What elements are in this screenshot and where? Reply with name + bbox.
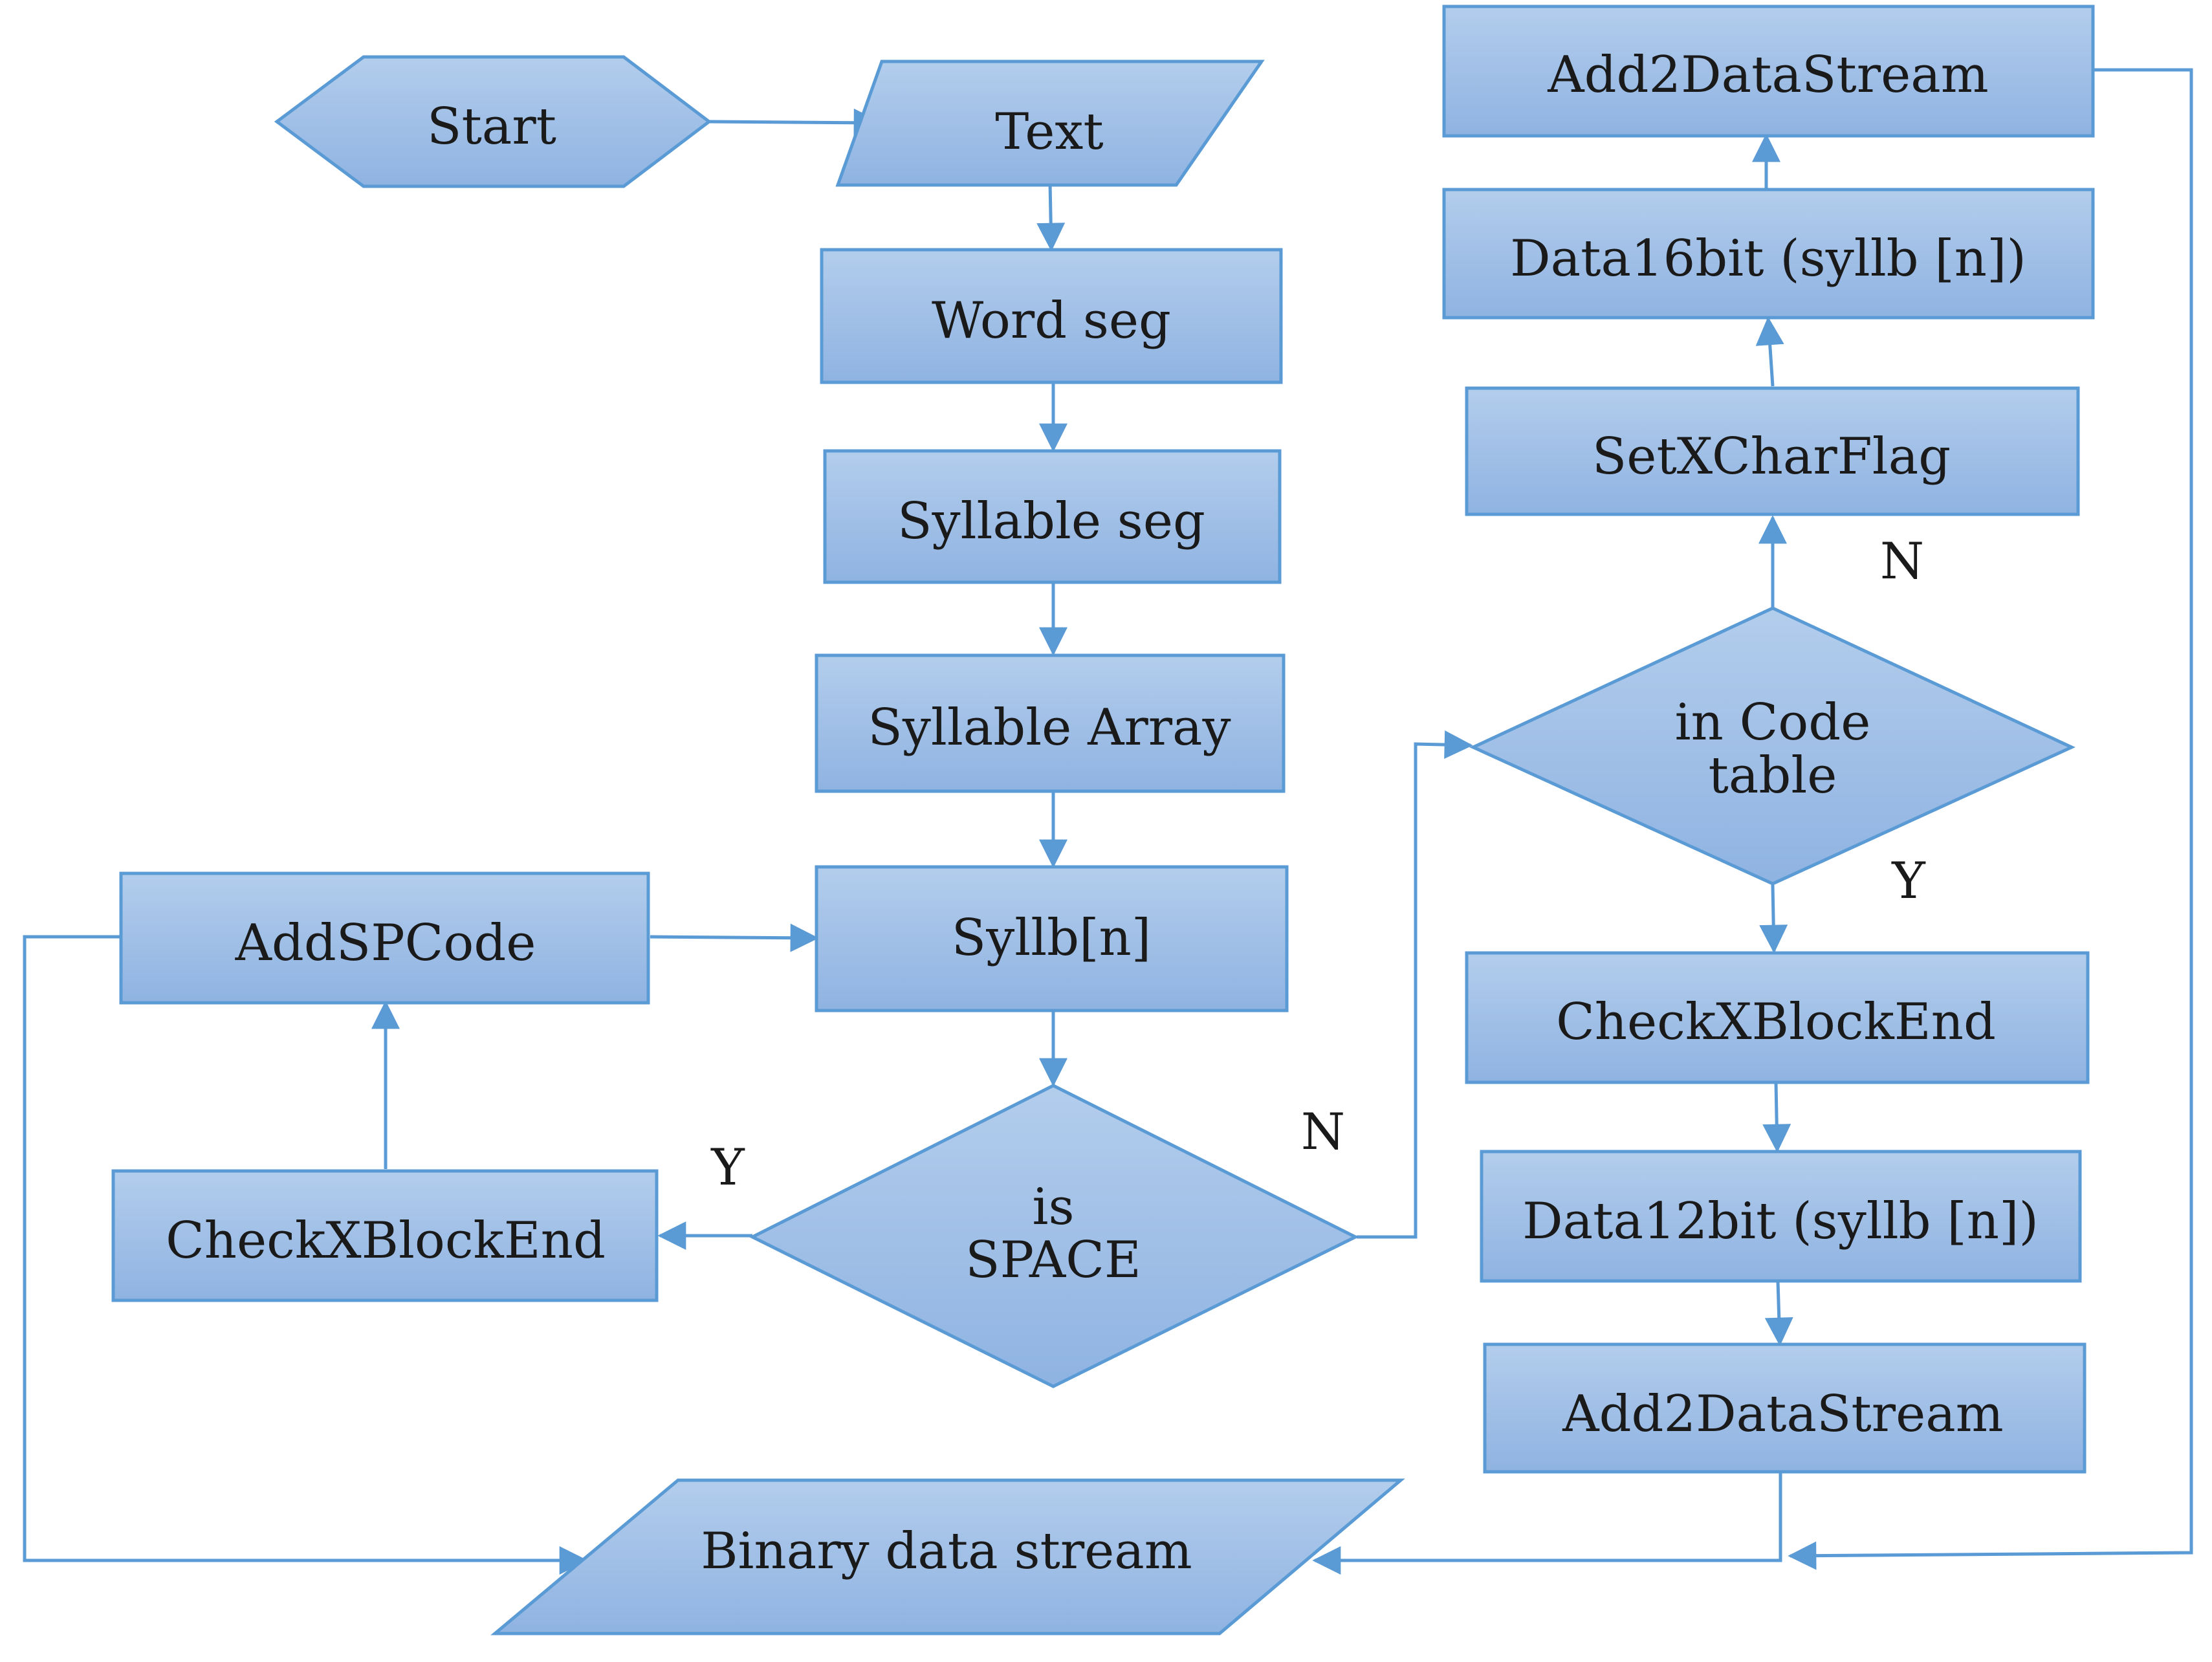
node-syllb-n: Syllb[n] (815, 865, 1289, 1012)
node-syllable-array: Syllable Array (815, 653, 1286, 793)
word-seg-box (820, 248, 1283, 384)
node-set-xchar-flag: SetXCharFlag (1465, 386, 2080, 516)
node-in-code-table: in Code table (1469, 606, 2075, 886)
in-code-table-diamond (1469, 606, 2075, 886)
is-space-label-line2: SPACE (965, 1231, 1141, 1289)
edge-start-to-text (708, 108, 882, 137)
in-code-table-label-line1: in Code (1675, 694, 1871, 752)
edge-addspcode-to-syllbn (650, 923, 819, 952)
edge-text-to-wordseg (1036, 182, 1066, 252)
edge-addspcode-to-binarystream (23, 935, 588, 1575)
node-is-space: is SPACE (749, 1084, 1359, 1388)
data16bit-box (1442, 188, 2095, 320)
check-xblock-end-right-label: CheckXBlockEnd (1556, 993, 1996, 1051)
node-data16bit: Data16bit (syllb [n]) (1442, 188, 2095, 320)
edge-labels: Y N N Y (710, 532, 1926, 1197)
edge-add2datastream-bottom-to-binarystream (1312, 1472, 1782, 1575)
syllable-seg-box (823, 449, 1282, 584)
syllb-n-box (815, 865, 1289, 1012)
binary-data-stream-parallelogram (490, 1478, 1405, 1635)
data12bit-box (1480, 1150, 2082, 1283)
node-binary-data-stream: Binary data stream (490, 1478, 1405, 1635)
node-check-xblock-end-right: CheckXBlockEnd (1465, 951, 2090, 1084)
add-sp-code-box (119, 871, 650, 1005)
node-syllable-seg: Syllable seg (823, 449, 1282, 584)
in-code-table-label-line2: table (1709, 747, 1837, 805)
add2datastream-top-label: Add2DataStream (1547, 46, 1988, 104)
binary-data-stream-label: Binary data stream (701, 1522, 1192, 1580)
text-parallelogram (835, 60, 1265, 187)
start-hexagon (274, 55, 712, 188)
check-xblock-end-left-label: CheckXBlockEnd (166, 1212, 606, 1270)
node-data12bit: Data12bit (syllb [n]) (1480, 1150, 2082, 1283)
node-start: Start (274, 55, 712, 188)
set-xchar-flag-label: SetXCharFlag (1592, 428, 1951, 486)
syllable-array-label: Syllable Array (868, 699, 1231, 757)
start-label: Start (427, 98, 556, 156)
add2datastream-bottom-label: Add2DataStream (1562, 1385, 2003, 1443)
is-space-diamond (749, 1084, 1359, 1388)
edge-codetable-yes-to-checkxblockend (1759, 884, 1788, 954)
word-seg-label: Word seg (932, 292, 1171, 350)
is-space-yes-label: Y (710, 1139, 745, 1197)
add-sp-code-label: AddSPCode (235, 914, 536, 972)
edge-data12bit-to-add2datastream-bottom (1764, 1280, 1793, 1346)
edge-setxcharflag-to-data16bit (1755, 316, 1784, 387)
check-xblock-end-right-box (1465, 951, 2090, 1084)
node-add-sp-code: AddSPCode (119, 871, 650, 1005)
data12bit-label: Data12bit (syllb [n]) (1522, 1192, 2039, 1251)
edge-isspace-no-to-codetable (1357, 730, 1473, 1239)
node-word-seg: Word seg (820, 248, 1283, 384)
node-check-xblock-end-left: CheckXBlockEnd (111, 1169, 659, 1302)
text-label: Text (995, 103, 1103, 161)
data16bit-label: Data16bit (syllb [n]) (1510, 230, 2026, 288)
syllable-seg-label: Syllable seg (897, 492, 1205, 551)
edge-checkxblockend-to-data12bit (1762, 1082, 1791, 1153)
syllb-n-label: Syllb[n] (952, 909, 1151, 967)
set-xchar-flag-box (1465, 386, 2080, 516)
node-text: Text (835, 60, 1265, 187)
edge-add2datastream-top-to-binarystream (1788, 68, 2193, 1570)
code-table-no-label: N (1880, 532, 1924, 591)
is-space-label-line1: is (1033, 1178, 1075, 1236)
add2datastream-top-box (1442, 5, 2095, 138)
edges (23, 68, 2193, 1575)
code-table-yes-label: Y (1891, 852, 1926, 910)
is-space-no-label: N (1301, 1103, 1345, 1161)
check-xblock-end-left-box (111, 1169, 659, 1302)
node-add2datastream-bottom: Add2DataStream (1483, 1342, 2086, 1474)
node-add2datastream-top: Add2DataStream (1442, 5, 2095, 138)
add2datastream-bottom-box (1483, 1342, 2086, 1474)
syllable-array-box (815, 653, 1286, 793)
